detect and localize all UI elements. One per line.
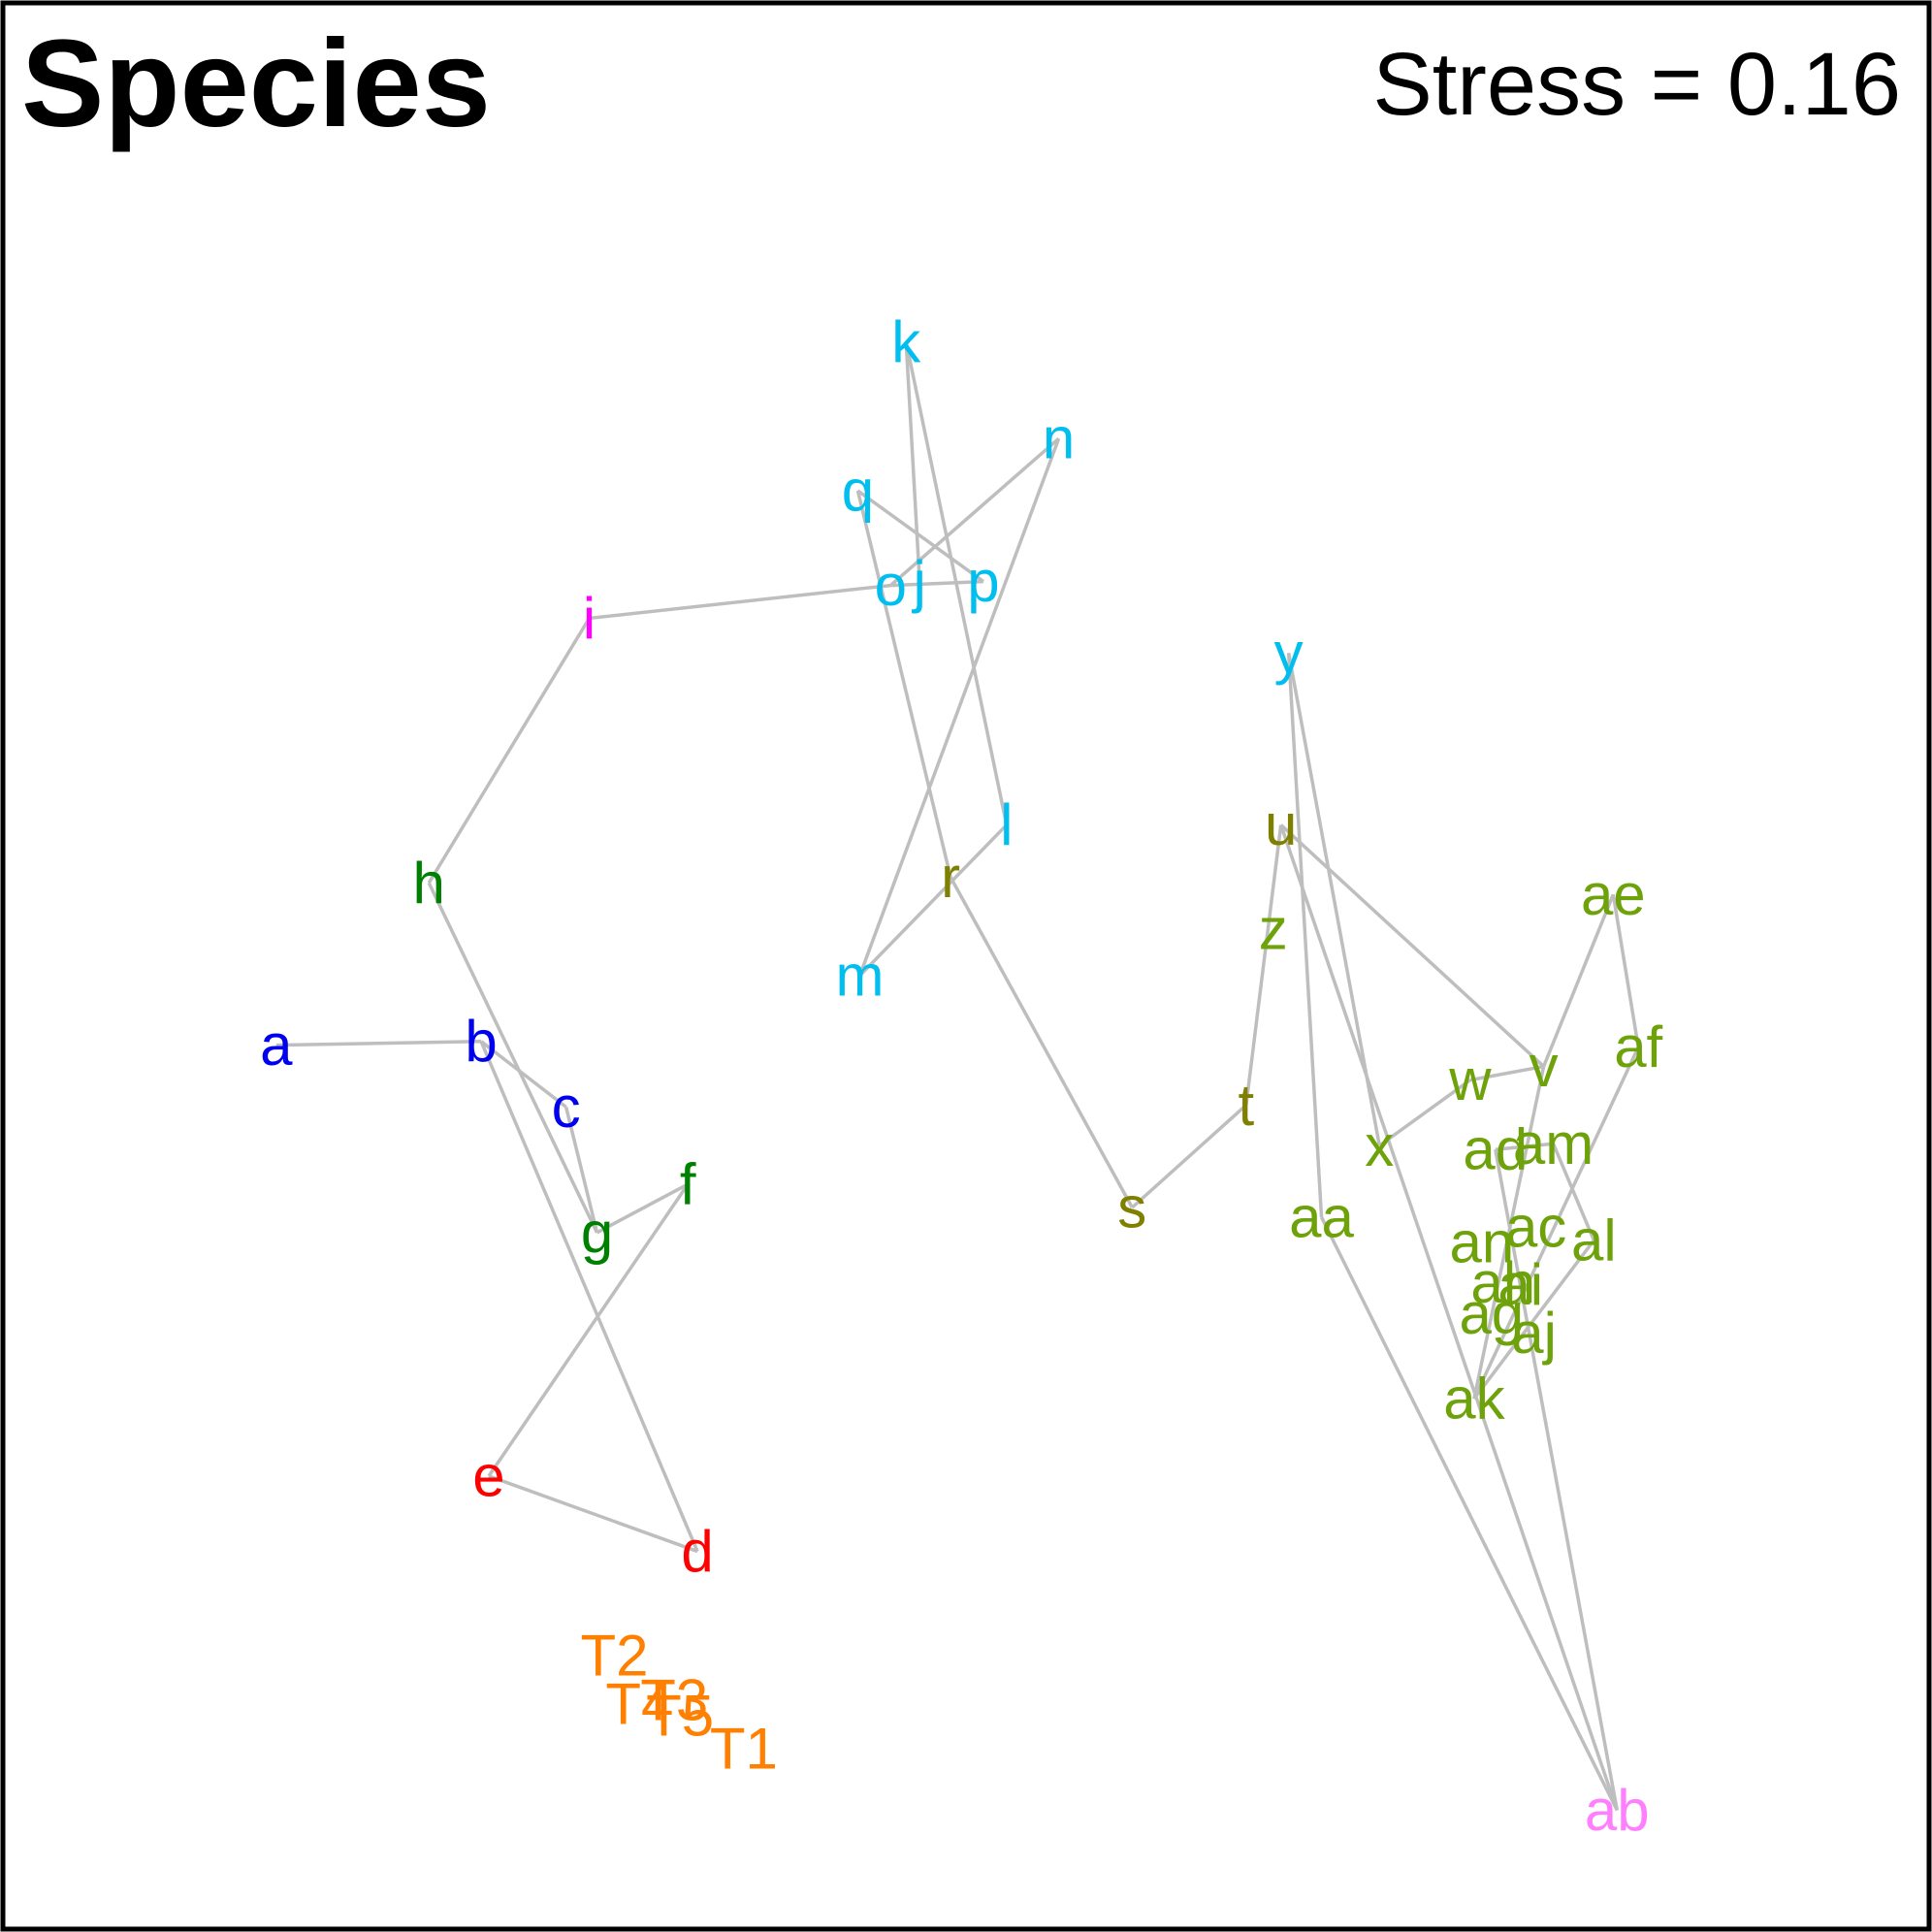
chart-title: Species — [21, 15, 491, 153]
point-label-ai: ai — [1497, 1252, 1543, 1317]
point-label-n: n — [1043, 406, 1075, 471]
edge-v-ae — [1541, 893, 1615, 1068]
point-label-aa: aa — [1289, 1184, 1354, 1249]
edge-a-b — [275, 1039, 482, 1047]
point-label-m: m — [835, 943, 884, 1008]
point-label-i: i — [583, 586, 596, 651]
point-label-o: o — [875, 553, 907, 618]
point-label-al: al — [1571, 1208, 1617, 1272]
point-label-T4: T4 — [605, 1671, 673, 1736]
point-label-b: b — [465, 1009, 497, 1074]
point-label-ah: ah — [1470, 1250, 1535, 1315]
edge-g-h — [427, 882, 599, 1234]
edge-o-p — [890, 579, 984, 588]
edge-b-d — [479, 1041, 699, 1553]
edge-lines — [275, 341, 1640, 1812]
edge-q-r — [855, 490, 952, 878]
point-label-y: y — [1274, 621, 1304, 686]
edge-n-m — [857, 437, 1061, 977]
edge-p-q — [856, 489, 984, 584]
point-label-T1: T1 — [710, 1716, 778, 1781]
point-label-an: an — [1449, 1209, 1514, 1274]
point-label-z: z — [1259, 897, 1288, 962]
edge-u-v — [1279, 823, 1545, 1068]
edge-x-w — [1378, 1079, 1471, 1147]
edge-k-j — [904, 341, 921, 582]
edge-t-u — [1244, 824, 1283, 1106]
stress-annotation: Stress = 0.16 — [1372, 35, 1901, 134]
point-label-e: e — [472, 1443, 504, 1508]
point-label-x: x — [1365, 1113, 1394, 1178]
point-label-am: am — [1513, 1111, 1594, 1176]
point-label-q: q — [842, 458, 874, 523]
edge-c-g — [564, 1106, 599, 1234]
point-label-ab: ab — [1585, 1778, 1650, 1843]
point-label-ad: ad — [1463, 1117, 1528, 1182]
edge-u-ab — [1279, 824, 1619, 1812]
point-label-T3: T3 — [640, 1667, 708, 1732]
point-label-ac: ac — [1505, 1194, 1566, 1259]
edge-ad-am — [1495, 1142, 1554, 1151]
point-label-j: j — [912, 549, 926, 614]
point-label-g: g — [581, 1200, 613, 1265]
edge-s-t — [1131, 1104, 1248, 1209]
point-label-ae: ae — [1581, 862, 1646, 927]
edge-r-s — [949, 876, 1134, 1208]
point-label-a: a — [260, 1013, 293, 1078]
point-label-d: d — [681, 1519, 713, 1584]
point-label-u: u — [1265, 792, 1297, 857]
point-label-c: c — [552, 1075, 581, 1140]
edge-v-ak — [1472, 1066, 1546, 1400]
edge-m-l — [858, 823, 1009, 978]
point-label-f: f — [680, 1152, 696, 1217]
point-label-h: h — [413, 851, 445, 916]
point-label-r: r — [941, 845, 960, 910]
edge-i-o — [589, 583, 891, 621]
edge-g-f — [596, 1182, 689, 1235]
point-label-v: v — [1530, 1034, 1559, 1099]
edge-ad-ab — [1494, 1148, 1620, 1811]
edge-e-d — [488, 1474, 698, 1554]
edge-y-aa — [1286, 653, 1324, 1218]
edge-b-c — [479, 1040, 567, 1109]
edge-af-ak — [1472, 1046, 1640, 1400]
point-label-t: t — [1239, 1073, 1255, 1138]
point-label-p: p — [967, 549, 999, 614]
point-label-ag: ag — [1459, 1281, 1524, 1346]
edge-f-e — [487, 1183, 690, 1477]
point-label-T5: T5 — [646, 1683, 714, 1748]
point-label-ak: ak — [1443, 1367, 1505, 1432]
edge-w-v — [1469, 1064, 1544, 1082]
edge-h-i — [427, 617, 592, 885]
point-label-k: k — [891, 309, 921, 374]
point-label-af: af — [1614, 1014, 1662, 1079]
edge-l-k — [904, 341, 1009, 825]
point-label-l: l — [1000, 792, 1013, 857]
edge-al-ak — [1472, 1239, 1595, 1401]
edge-am-al — [1551, 1143, 1596, 1241]
edge-ae-af — [1611, 894, 1640, 1047]
edge-aa-ab — [1319, 1216, 1619, 1812]
point-label-T2: T2 — [580, 1624, 648, 1689]
edge-y-x — [1286, 652, 1382, 1146]
point-label-aj: aj — [1511, 1301, 1557, 1366]
point-label-w: w — [1448, 1047, 1492, 1112]
point-label-s: s — [1117, 1175, 1146, 1240]
